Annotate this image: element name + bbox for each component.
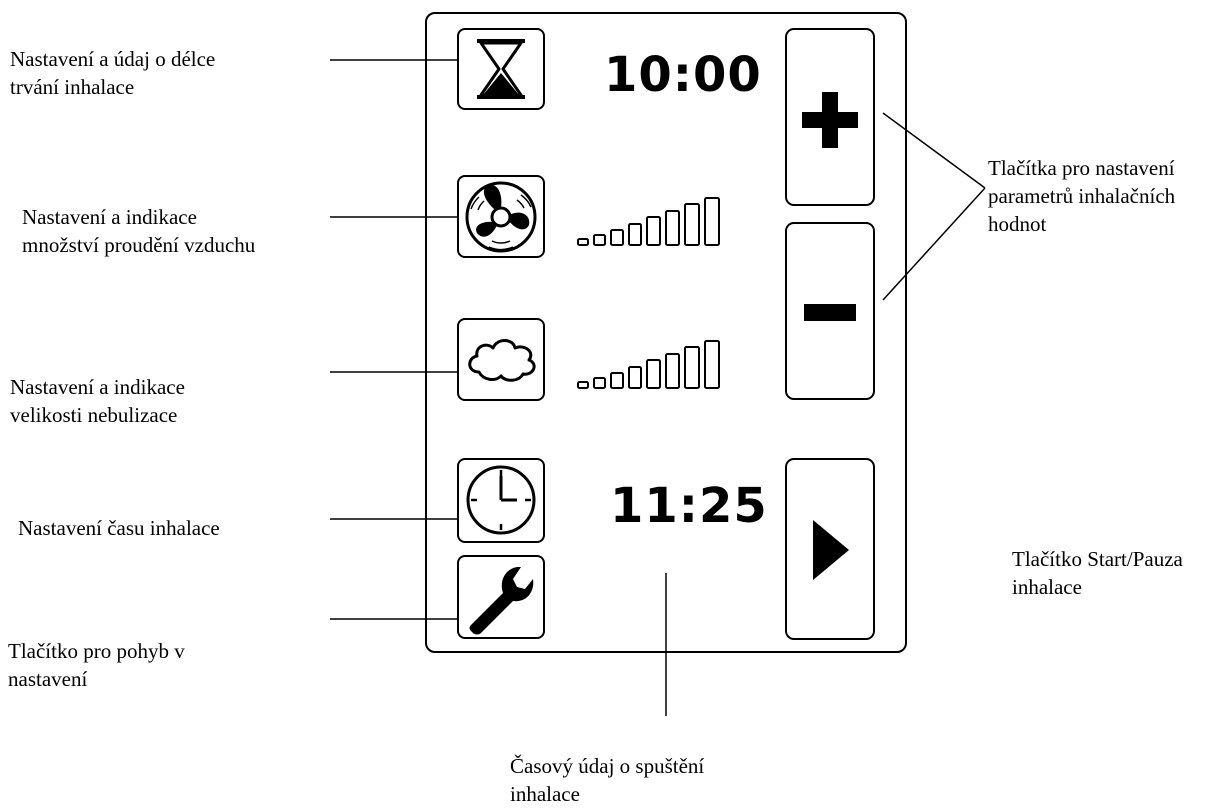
duration-display: 10:00 xyxy=(604,47,762,103)
label-settings-nav: Tlačítko pro pohyb v nastavení xyxy=(8,639,185,691)
start-pause-button[interactable] xyxy=(785,458,875,640)
airflow-level-bar-8 xyxy=(704,197,720,246)
wrench-icon xyxy=(469,567,534,635)
settings-button[interactable] xyxy=(457,555,545,639)
device-screen xyxy=(425,12,907,653)
nebulization-level-bars xyxy=(577,340,720,389)
plus-icon xyxy=(802,92,858,148)
plus-button[interactable] xyxy=(785,28,875,206)
minus-button[interactable] xyxy=(785,222,875,400)
nebulization-level-bar-5 xyxy=(646,359,661,389)
label-adjust-buttons: Tlačítka pro nastavení parametrů inhalač… xyxy=(988,156,1176,236)
duration-button[interactable] xyxy=(457,28,545,110)
nebulization-level-bar-1 xyxy=(577,381,589,389)
time-button[interactable] xyxy=(457,458,545,543)
nebulization-level-bar-6 xyxy=(665,353,680,389)
nebulization-level-bar-7 xyxy=(684,346,700,389)
fan-icon xyxy=(465,181,537,253)
hourglass-icon xyxy=(477,39,525,99)
label-start-time: Časový údaj o spuštění inhalace xyxy=(510,754,705,806)
airflow-level-bar-6 xyxy=(665,210,680,246)
cloud-icon xyxy=(468,339,536,382)
label-nebulization: Nastavení a indikace velikosti nebulizac… xyxy=(10,375,185,427)
airflow-level-bar-2 xyxy=(593,234,606,246)
minus-icon xyxy=(804,304,856,321)
label-start-pause: Tlačítko Start/Pauza inhalace xyxy=(1012,547,1183,599)
airflow-level-bar-1 xyxy=(577,238,589,246)
airflow-level-bars xyxy=(577,197,720,246)
play-icon xyxy=(813,520,849,580)
airflow-level-bar-5 xyxy=(646,216,661,246)
airflow-button[interactable] xyxy=(457,175,545,258)
airflow-level-bar-7 xyxy=(684,203,700,246)
nebulization-button[interactable] xyxy=(457,318,545,401)
clock-display: 11:25 xyxy=(610,478,768,534)
nebulization-level-bar-8 xyxy=(704,340,720,389)
nebulization-level-bar-3 xyxy=(610,372,624,389)
nebulization-level-bar-4 xyxy=(628,366,642,389)
nebulization-level-bar-2 xyxy=(593,377,606,389)
airflow-level-bar-4 xyxy=(628,223,642,246)
label-time: Nastavení času inhalace xyxy=(18,516,220,540)
label-duration: Nastavení a údaj o délce trvání inhalace xyxy=(10,47,216,99)
airflow-level-bar-3 xyxy=(610,229,624,246)
clock-icon xyxy=(466,465,536,535)
label-airflow: Nastavení a indikace množství proudění v… xyxy=(22,205,256,257)
